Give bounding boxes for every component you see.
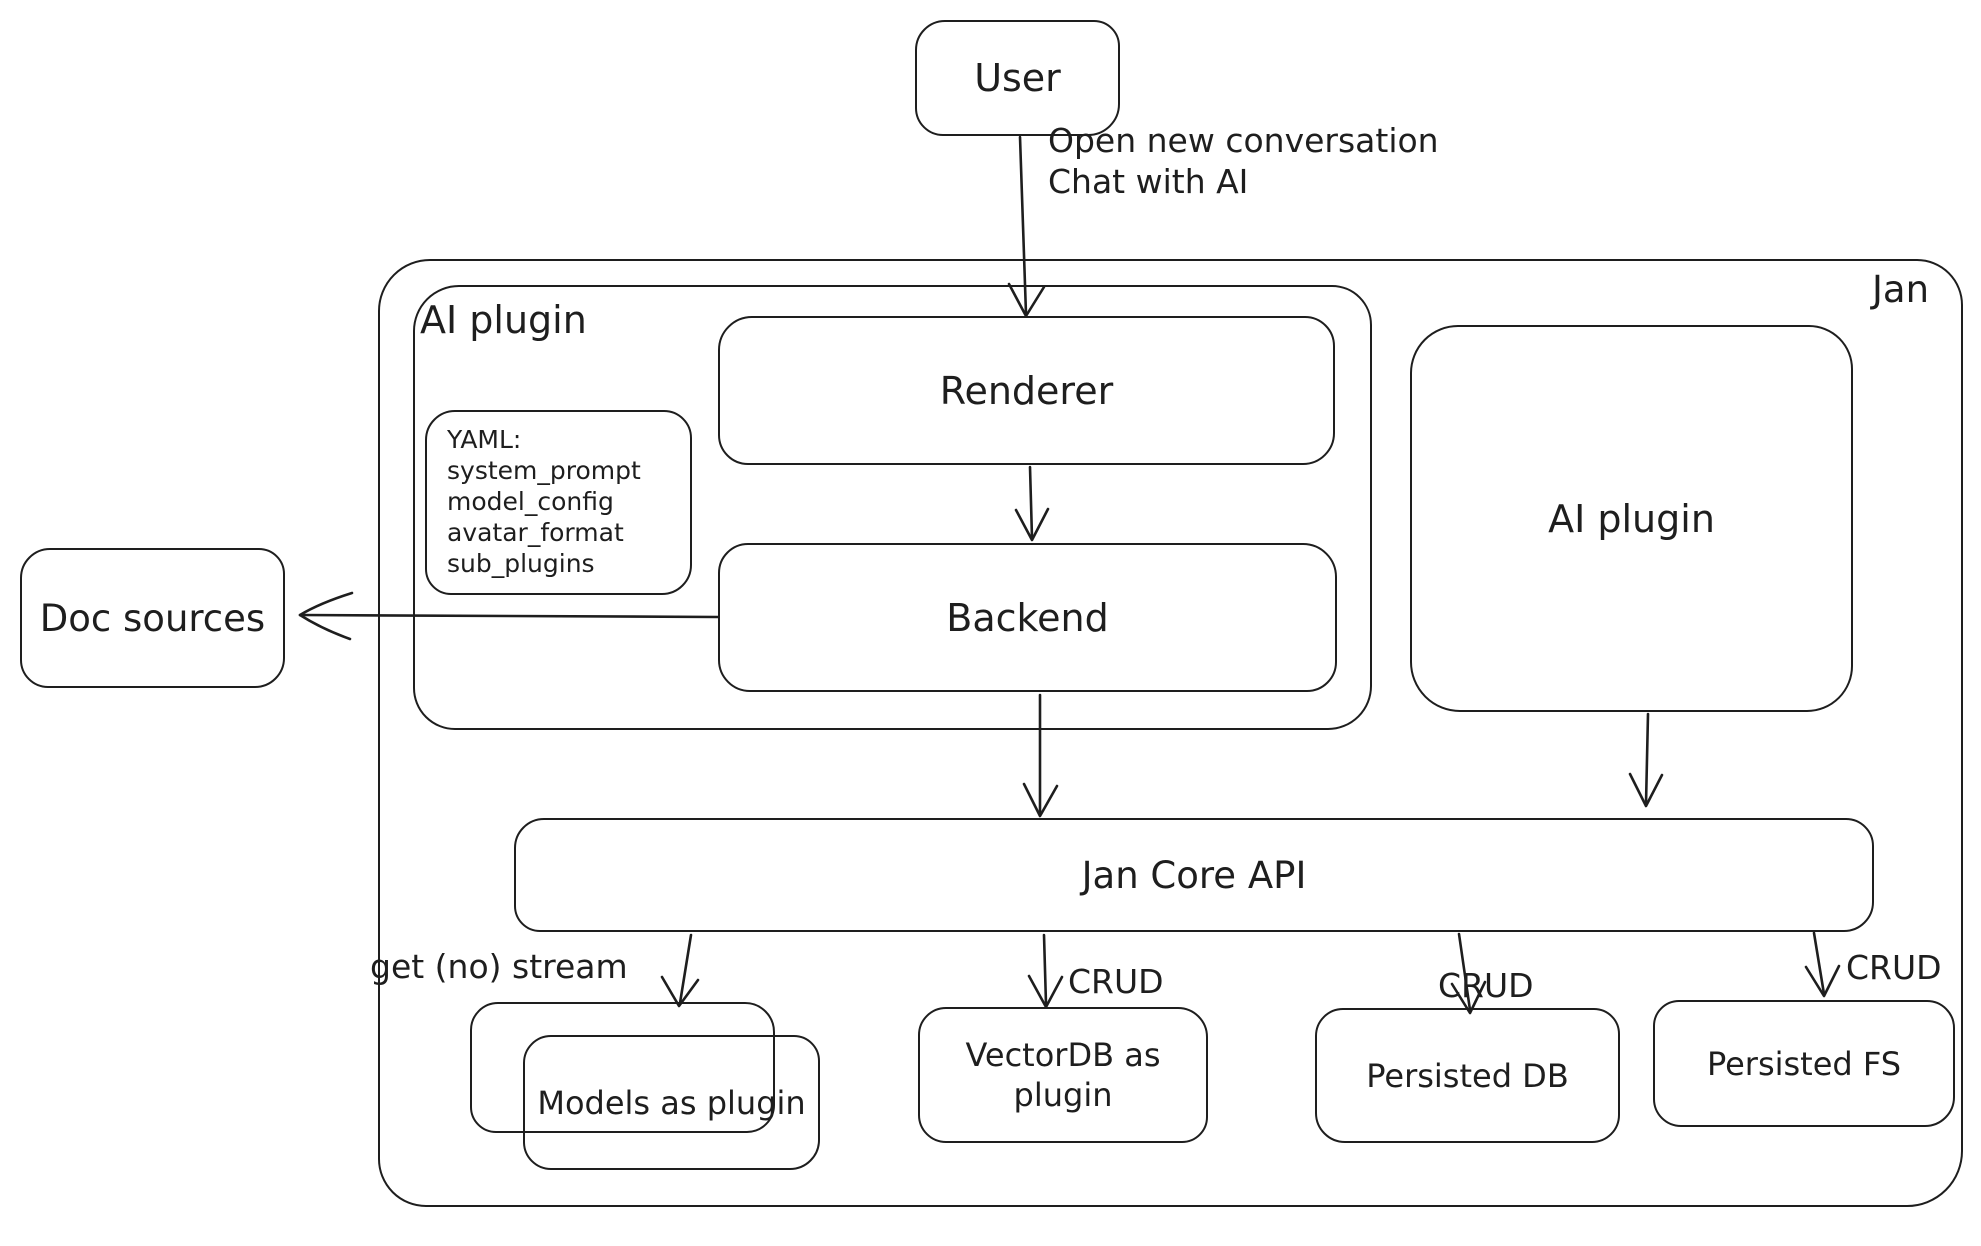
yaml-note: YAML: system_prompt model_config avatar_… (425, 410, 692, 595)
edge-label-chat-with-ai: Chat with AI (1048, 162, 1249, 201)
node-models-as-plugin: Models as plugin (523, 1035, 820, 1170)
edge-label-get-no-stream: get (no) stream (370, 947, 628, 986)
node-models-as-plugin-outer (470, 1002, 775, 1133)
yaml-note-line: sub_plugins (447, 549, 595, 578)
edge-label-user-to-renderer: Open new conversation Chat with AI (1048, 120, 1439, 202)
ai-plugin-container (413, 285, 1372, 730)
node-user: User (915, 20, 1120, 136)
jan-container (378, 259, 1963, 1207)
ai-plugin-container-label: AI plugin (420, 298, 587, 342)
yaml-note-line: model_config (447, 487, 614, 516)
node-persisted-db: Persisted DB (1315, 1008, 1620, 1143)
node-persisted-fs: Persisted FS (1653, 1000, 1955, 1127)
edge-label-crud-persisted-db: CRUD (1438, 966, 1534, 1005)
node-jan-core-api: Jan Core API (514, 818, 1874, 932)
edge-label-crud-persisted-fs: CRUD (1846, 948, 1942, 987)
node-renderer: Renderer (718, 316, 1335, 465)
edge-label-crud-vectordb: CRUD (1068, 962, 1164, 1001)
edge-label-open-new-conversation: Open new conversation (1048, 121, 1439, 160)
yaml-note-line: avatar_format (447, 518, 624, 547)
jan-container-label: Jan (1872, 268, 1930, 311)
node-ai-plugin: AI plugin (1410, 325, 1853, 712)
yaml-note-line: system_prompt (447, 456, 641, 485)
node-vectordb-as-plugin: VectorDB as plugin (918, 1007, 1208, 1143)
node-backend: Backend (718, 543, 1337, 692)
node-doc-sources: Doc sources (20, 548, 285, 688)
yaml-note-title: YAML: (447, 425, 522, 454)
